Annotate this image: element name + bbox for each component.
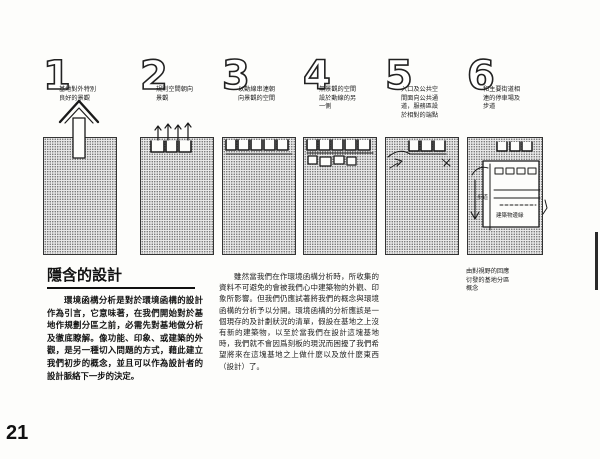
site-diagram-5 (385, 137, 459, 255)
step-number: 5 (384, 53, 413, 99)
step-caption: 和主要街道相 連的停車場及 步道 (483, 86, 521, 110)
step-6: 6 和主要街道相 連的停車場及 步道 (466, 53, 545, 120)
site-diagram-3 (222, 137, 296, 255)
title-underline (47, 287, 195, 289)
site-diagram-4 (303, 137, 377, 255)
step-3: 3 以動線串連朝 向景觀的空間 (221, 53, 300, 120)
intro-paragraph: 環境函構分析是對於環境函構的設計作為引言，它意味著，在我們開始對於基地作規劃分區… (47, 295, 203, 381)
step-number: 4 (302, 53, 331, 99)
step-caption: 入口及公共空 間面向公共通 道，服務區設 於相對的端點 (401, 86, 439, 119)
body-paragraph: 雖然當我們在作環境函構分析時，所收集的資料不可避免的會被我們心中建築物的外觀、印… (219, 272, 379, 371)
step-number: 3 (221, 53, 250, 99)
step-number: 6 (466, 53, 495, 99)
site-diagram-2 (140, 137, 214, 255)
step-5: 5 入口及公共空 間面向公共通 道，服務區設 於相對的端點 (384, 53, 463, 120)
step-number: 1 (42, 53, 71, 99)
page-number: 21 (6, 422, 29, 444)
scan-edge-mark (595, 232, 598, 290)
step-2: 2 規則空間朝向 景觀 (139, 53, 218, 120)
site-diagram-6 (467, 137, 543, 255)
step-number: 2 (139, 53, 168, 99)
step-1: 1 基地對外特別 良好的景觀 (42, 53, 121, 120)
step-caption: 以動線串連朝 向景觀的空間 (238, 86, 276, 102)
figure-note: 由對視野的回應 衍發的基地分區 概念 (466, 268, 510, 293)
site-diagram-1 (43, 137, 117, 255)
step-4: 4 無景觀的空間 設於動線的另 一側 (302, 53, 381, 120)
step-caption: 無景觀的空間 設於動線的另 一側 (319, 86, 357, 110)
step-caption: 規則空間朝向 景觀 (156, 86, 194, 102)
step-caption: 基地對外特別 良好的景觀 (59, 86, 97, 102)
section-title: 隱含的設計 (47, 266, 123, 284)
